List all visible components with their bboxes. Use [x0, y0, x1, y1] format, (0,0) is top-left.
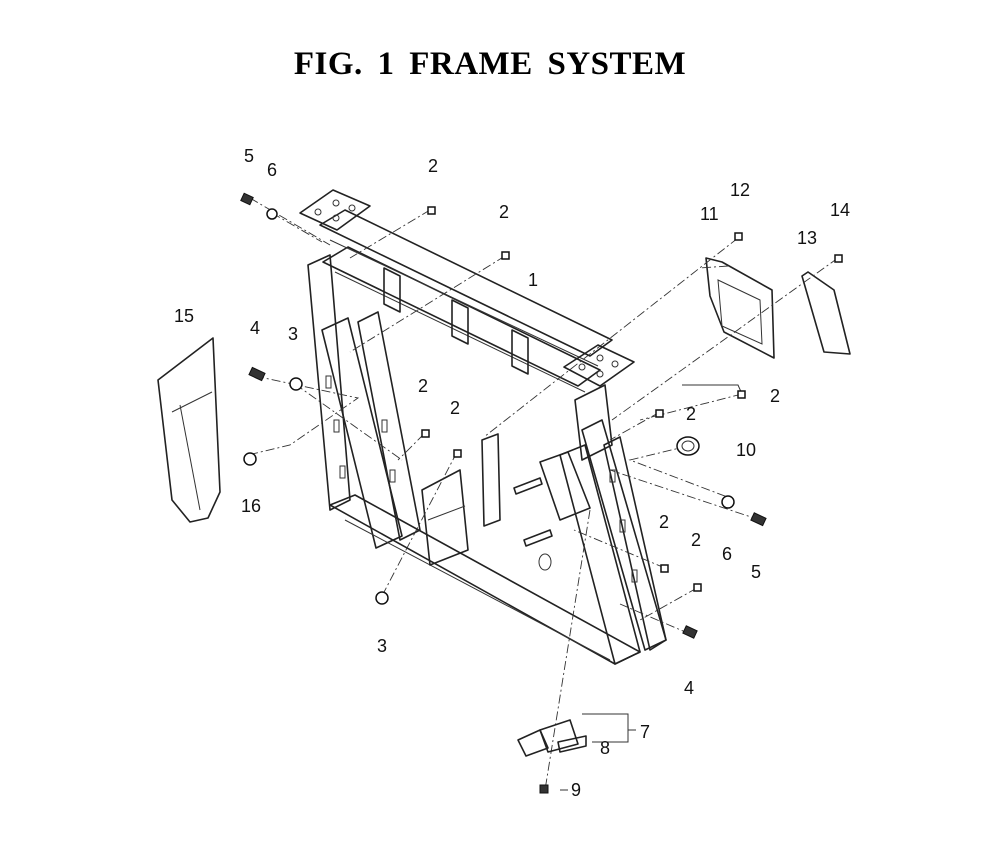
- hardware: [240, 192, 843, 794]
- right-shield-strip: [801, 271, 851, 355]
- callout-4: 4: [684, 678, 694, 698]
- callout-2: 2: [659, 512, 669, 532]
- callout-2: 2: [428, 156, 438, 176]
- callout-13: 13: [797, 228, 817, 248]
- callout-10: 10: [736, 440, 756, 460]
- leader-lines: [247, 197, 839, 791]
- callout-2: 2: [499, 202, 509, 222]
- callout-11: 11: [700, 204, 719, 224]
- callout-12: 12: [730, 180, 750, 200]
- left-side-shield: [157, 337, 221, 523]
- callout-2: 2: [691, 530, 701, 550]
- figure-title: FIG. 1 FRAME SYSTEM: [293, 46, 687, 82]
- callout-5: 5: [751, 562, 761, 582]
- callout-4: 4: [250, 318, 260, 338]
- callout-14: 14: [830, 200, 850, 220]
- callout-2: 2: [450, 398, 460, 418]
- callout-16: 16: [241, 496, 261, 516]
- main-frame: [299, 189, 667, 665]
- callout-3: 3: [288, 324, 298, 344]
- callout-2: 2: [770, 386, 780, 406]
- callout-2: 2: [686, 404, 696, 424]
- callout-6: 6: [267, 160, 277, 180]
- callout-5: 5: [244, 146, 254, 166]
- callout-8: 8: [600, 738, 610, 758]
- callout-2: 2: [418, 376, 428, 396]
- callout-6: 6: [722, 544, 732, 564]
- callout-3: 3: [377, 636, 387, 656]
- callout-1: 1: [528, 270, 538, 290]
- right-plate: [705, 257, 775, 359]
- callout-15: 15: [174, 306, 194, 326]
- callout-7: 7: [640, 722, 650, 742]
- callouts: 5 6 2 2 1 11 12 13 14 15 4 3 2 2 2 2 10 …: [174, 146, 850, 800]
- callout-9: 9: [571, 780, 581, 800]
